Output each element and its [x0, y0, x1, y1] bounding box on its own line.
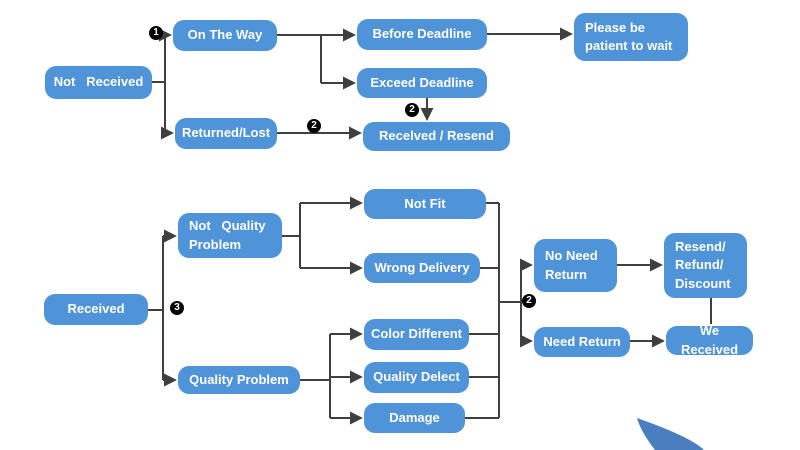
node-received: Received: [44, 294, 148, 325]
node-not-received: Not Received: [45, 66, 152, 99]
node-damage: Damage: [364, 403, 465, 433]
badge-step-1-icon: 1: [149, 26, 163, 40]
node-no-need-return: No Need Return: [534, 239, 617, 292]
node-before-deadline: Before Deadline: [357, 19, 487, 50]
node-on-the-way: On The Way: [173, 20, 277, 51]
badge-step-2-returned-lost-icon: 2: [307, 119, 321, 133]
node-wrong-delivery: Wrong Delivery: [364, 253, 480, 283]
node-quality-problem: Quality Problem: [178, 366, 300, 394]
node-not-fit: Not Fit: [364, 189, 486, 219]
node-resend-refund-discount: Resend/ Refund/ Discount: [664, 233, 747, 298]
node-please-be-patient: Please be patient to wait: [574, 13, 688, 61]
node-we-received: We Received: [666, 323, 753, 357]
badge-step-3-received-icon: 3: [170, 301, 184, 315]
badge-step-2-exceed-deadline-icon: 2: [405, 103, 419, 117]
node-need-return: Need Return: [534, 327, 630, 357]
badge-step-2-return-split-icon: 2: [522, 294, 536, 308]
node-received-resend: Recelved / Resend: [363, 122, 510, 151]
node-not-quality-problem: Not Quality Problem: [178, 213, 282, 258]
node-quality-delect: Quality Delect: [364, 362, 469, 393]
node-exceed-deadline: Exceed Deadline: [357, 68, 487, 98]
node-color-different: Color Different: [364, 319, 469, 350]
node-returned-lost: Returned/Lost: [175, 118, 277, 149]
